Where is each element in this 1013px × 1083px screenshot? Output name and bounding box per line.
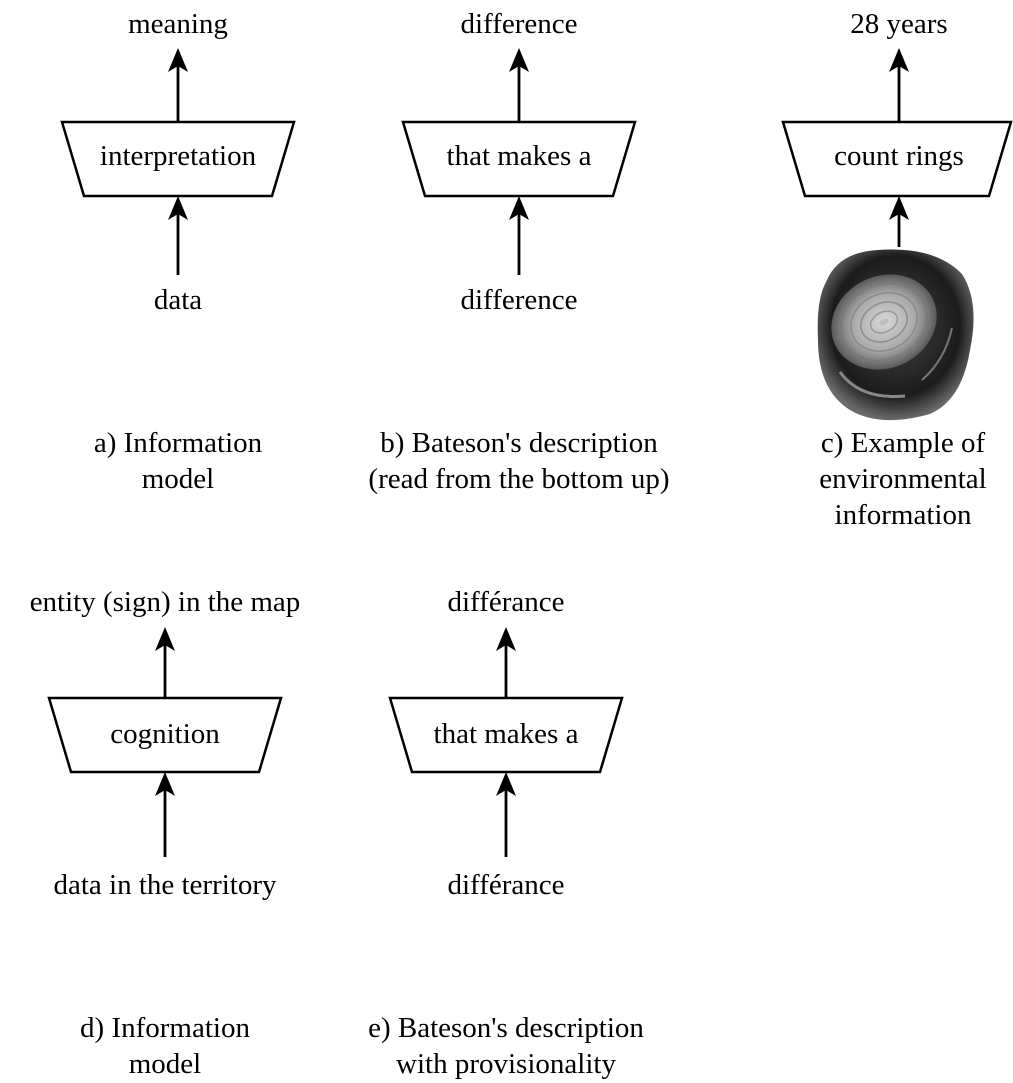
output-label: entity (sign) in the map (30, 586, 301, 618)
process-label: count rings (834, 140, 964, 172)
arrow-up-icon (496, 772, 516, 857)
arrow-up-icon (155, 772, 175, 857)
panel-e: différance that makes a différance e) Ba… (368, 586, 644, 1080)
input-label: différance (448, 869, 565, 901)
process-box (781, 120, 1013, 198)
caption-line: model (142, 463, 215, 495)
caption-line: (read from the bottom up) (368, 463, 669, 495)
arrow-up-icon (168, 196, 188, 275)
output-label: meaning (128, 8, 228, 40)
panel-c: 28 years count rings c) Example of envir… (781, 8, 1013, 531)
process-label: that makes a (447, 140, 592, 172)
arrow-up-icon (889, 196, 909, 247)
arrow-up-icon (155, 627, 175, 698)
panel-b: difference that makes a difference b) Ba… (368, 8, 669, 495)
panel-d: entity (sign) in the map cognition data … (30, 586, 301, 1080)
caption-line: e) Bateson's description (368, 1012, 644, 1044)
arrow-up-icon (496, 627, 516, 698)
tree-stump-rings-icon (817, 249, 974, 421)
process-label: interpretation (100, 140, 257, 172)
caption-line: with provisionality (396, 1048, 616, 1080)
process-label: cognition (110, 718, 220, 750)
process-box (388, 696, 624, 774)
caption-line: environmental (819, 463, 987, 495)
caption-line: d) Information (80, 1012, 250, 1044)
caption-line: a) Information (94, 427, 263, 459)
output-label: difference (461, 8, 578, 40)
input-label: data in the territory (53, 869, 277, 901)
arrow-up-icon (509, 196, 529, 275)
process-box (60, 120, 296, 198)
process-box (401, 120, 637, 198)
output-label: 28 years (850, 8, 947, 40)
process-box (47, 696, 283, 774)
input-label: difference (461, 284, 578, 316)
caption-line: c) Example of (821, 427, 986, 459)
caption-line: information (835, 499, 972, 531)
arrow-up-icon (168, 48, 188, 122)
arrow-up-icon (889, 48, 909, 122)
input-label: data (154, 284, 202, 316)
output-label: différance (448, 586, 565, 618)
panel-a: meaning interpretation data a) Informati… (60, 8, 296, 495)
caption-line: b) Bateson's description (380, 427, 658, 459)
caption-line: model (129, 1048, 202, 1080)
arrow-up-icon (509, 48, 529, 122)
process-label: that makes a (434, 718, 579, 750)
